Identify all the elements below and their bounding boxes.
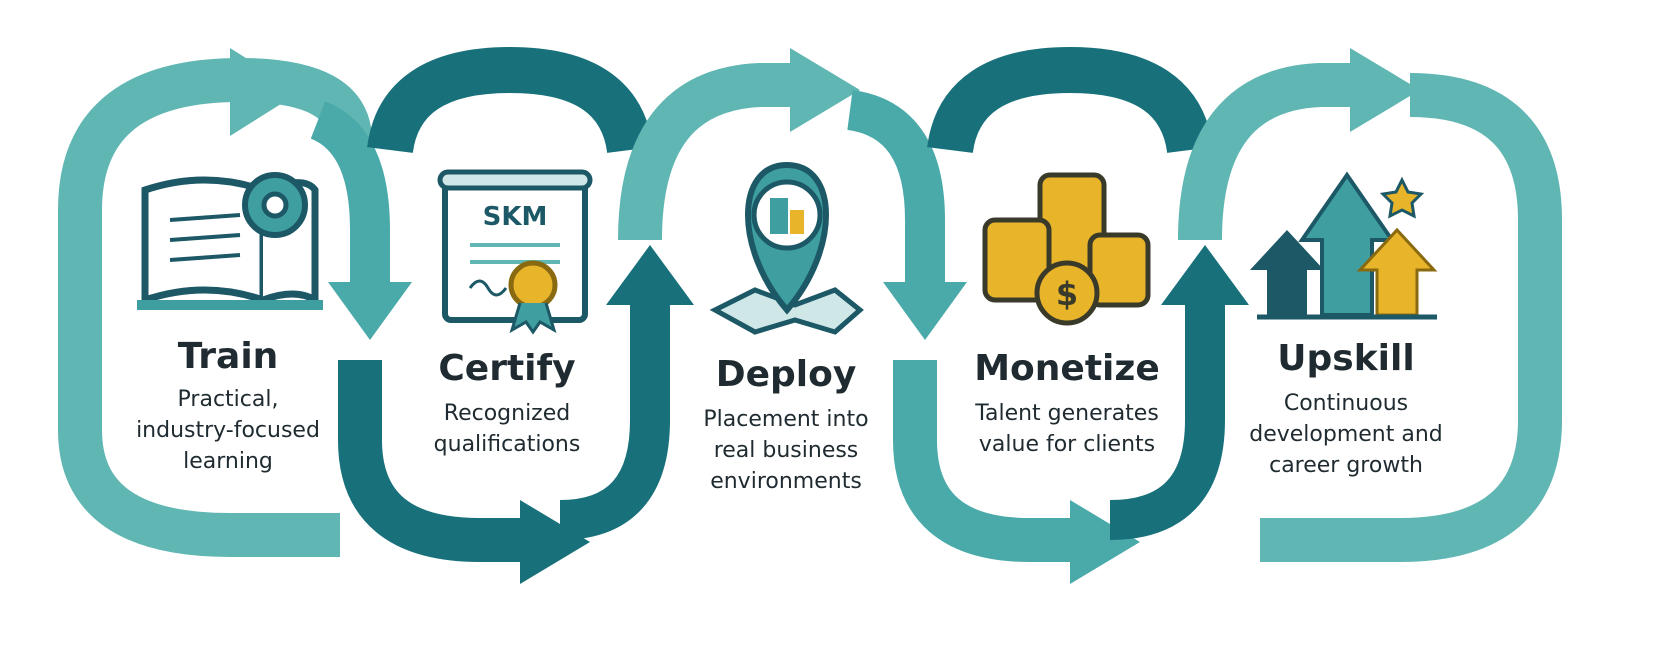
step-desc-line: Continuous (1284, 391, 1408, 416)
loop-5-outer-ribbon (1260, 73, 1562, 562)
book-gear-icon (137, 172, 323, 310)
step-desc-line: industry-focused (136, 418, 320, 443)
loop-ribbons (58, 46, 1562, 584)
bridge-3-4 (927, 46, 1213, 154)
step-title: Upskill (1277, 338, 1414, 379)
loop-3-ribbon (618, 63, 800, 241)
step-title: Train (178, 336, 279, 377)
loop-4-right-arrow (1070, 500, 1140, 584)
step-title: Certify (438, 348, 575, 389)
loop-2-ribbon (338, 360, 530, 562)
step-desc-line: Talent generates (974, 401, 1159, 426)
certificate-icon: SKM (437, 169, 593, 335)
connector-3-down-arrow (846, 90, 945, 285)
step-desc-line: qualifications (434, 432, 581, 457)
step-desc-line: career growth (1269, 453, 1423, 478)
step-title: Monetize (974, 348, 1160, 389)
loop-1-ribbon (58, 57, 372, 557)
connector-4-up-arrow (1109, 300, 1225, 540)
step-desc-line: value for clients (979, 432, 1155, 457)
svg-text:$: $ (1056, 275, 1078, 313)
step-desc-line: Placement into (703, 407, 868, 432)
step-monetize: Monetize Talent generates value for clie… (974, 348, 1160, 457)
certificate-badge-text: SKM (483, 202, 548, 232)
step-train: Train Practical, industry-focused learni… (136, 336, 320, 474)
step-desc-line: learning (183, 449, 273, 474)
step-certify: Certify Recognized qualifications (434, 348, 581, 457)
loop-1-top-arrow (230, 48, 300, 136)
map-pin-building-icon (709, 161, 864, 335)
step-desc-line: Practical, (178, 387, 279, 412)
connector-2-up-arrow (559, 300, 670, 540)
loop-3-top-arrow (790, 48, 860, 132)
step-desc-line: Recognized (444, 401, 570, 426)
loop-2-right-arrow (520, 500, 590, 584)
loop-4-ribbon (893, 360, 1080, 562)
connector-1-down-arrow (309, 101, 390, 285)
step-desc-line: environments (710, 469, 862, 494)
step-deploy: Deploy Placement into real business envi… (703, 354, 868, 494)
loop-5-top-arrow (1350, 48, 1420, 132)
growth-arrows-icon (1250, 171, 1438, 320)
coins-icon: $ (982, 172, 1151, 326)
step-desc-line: development and (1249, 422, 1443, 447)
bridge-1-2 (367, 46, 653, 154)
step-desc-line: real business (714, 438, 859, 463)
step-title: Deploy (716, 354, 857, 395)
loop-5-ribbon (1178, 63, 1360, 241)
step-upskill: Upskill Continuous development and caree… (1249, 338, 1443, 478)
